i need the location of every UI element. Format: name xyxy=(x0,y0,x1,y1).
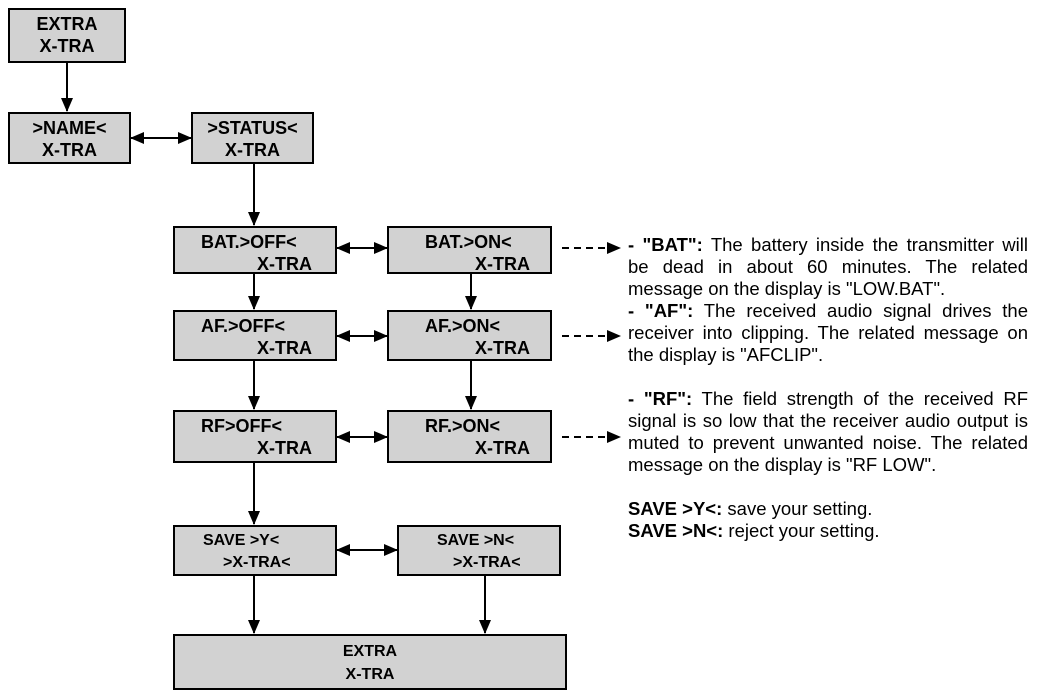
note-text: The received audio signal drives the rec… xyxy=(628,300,1028,365)
box-line2: X-TRA xyxy=(39,36,95,56)
box-bat-off: BAT.>OFF< X-TRA xyxy=(173,226,337,274)
box-save-n: SAVE >N< >X-TRA< xyxy=(397,525,561,576)
box-line1: BAT.>OFF< xyxy=(201,232,297,252)
box-bat-on: BAT.>ON< X-TRA xyxy=(387,226,552,274)
box-line2: X-TRA xyxy=(257,338,312,358)
note-text: The battery inside the transmitter will … xyxy=(628,234,1028,299)
box-line2: X-TRA xyxy=(225,140,280,160)
box-line1: BAT.>ON< xyxy=(425,232,512,252)
box-line2: X-TRA xyxy=(475,254,530,274)
box-line1: RF>OFF< xyxy=(201,416,283,436)
box-line1: RF.>ON< xyxy=(425,416,501,436)
box-line2: X-TRA xyxy=(42,140,97,160)
note-bat: - "BAT": The battery inside the transmit… xyxy=(628,234,1028,300)
note-af: - "AF": The received audio signal drives… xyxy=(628,300,1028,366)
box-line1: SAVE >N< xyxy=(437,532,515,549)
box-line2: X-TRA xyxy=(475,438,530,458)
note-save-n: SAVE >N<: reject your setting. xyxy=(628,520,1028,542)
box-rf-on: RF.>ON< X-TRA xyxy=(387,410,552,463)
box-line2: >X-TRA< xyxy=(453,554,521,571)
note-save-y: SAVE >Y<: save your setting. xyxy=(628,498,1028,520)
box-rf-off: RF>OFF< X-TRA xyxy=(173,410,337,463)
note-text: The field strength of the received RF si… xyxy=(628,388,1028,475)
note-rf: - "RF": The field strength of the receiv… xyxy=(628,388,1028,476)
box-af-off: AF.>OFF< X-TRA xyxy=(173,310,337,361)
box-line1: AF.>ON< xyxy=(425,316,501,336)
note-key: SAVE >Y<: xyxy=(628,498,723,519)
box-name: >NAME< X-TRA xyxy=(8,112,131,164)
box-extra-top: EXTRA X-TRA xyxy=(8,8,126,63)
note-key: - "BAT": xyxy=(628,234,703,255)
note-key: - "RF": xyxy=(628,388,693,409)
box-line2: X-TRA xyxy=(257,438,312,458)
box-af-on: AF.>ON< X-TRA xyxy=(387,310,552,361)
box-line1: SAVE >Y< xyxy=(203,532,280,549)
box-line1: AF.>OFF< xyxy=(201,316,286,336)
notes-panel: - "BAT": The battery inside the transmit… xyxy=(628,234,1028,542)
note-key: - "AF": xyxy=(628,300,694,321)
box-line2: >X-TRA< xyxy=(223,554,291,571)
box-line2: X-TRA xyxy=(257,254,312,274)
box-line1: EXTRA xyxy=(36,14,98,34)
box-extra-bottom: EXTRA X-TRA xyxy=(173,634,567,690)
box-save-y: SAVE >Y< >X-TRA< xyxy=(173,525,337,576)
box-line2: X-TRA xyxy=(345,666,395,683)
box-line1: EXTRA xyxy=(342,643,398,660)
box-line1: >STATUS< xyxy=(207,118,298,138)
note-text: save your setting. xyxy=(722,498,873,519)
note-text: reject your setting. xyxy=(723,520,880,541)
box-status: >STATUS< X-TRA xyxy=(191,112,314,164)
note-key: SAVE >N<: xyxy=(628,520,724,541)
box-line1: >NAME< xyxy=(32,118,107,138)
box-line2: X-TRA xyxy=(475,338,530,358)
